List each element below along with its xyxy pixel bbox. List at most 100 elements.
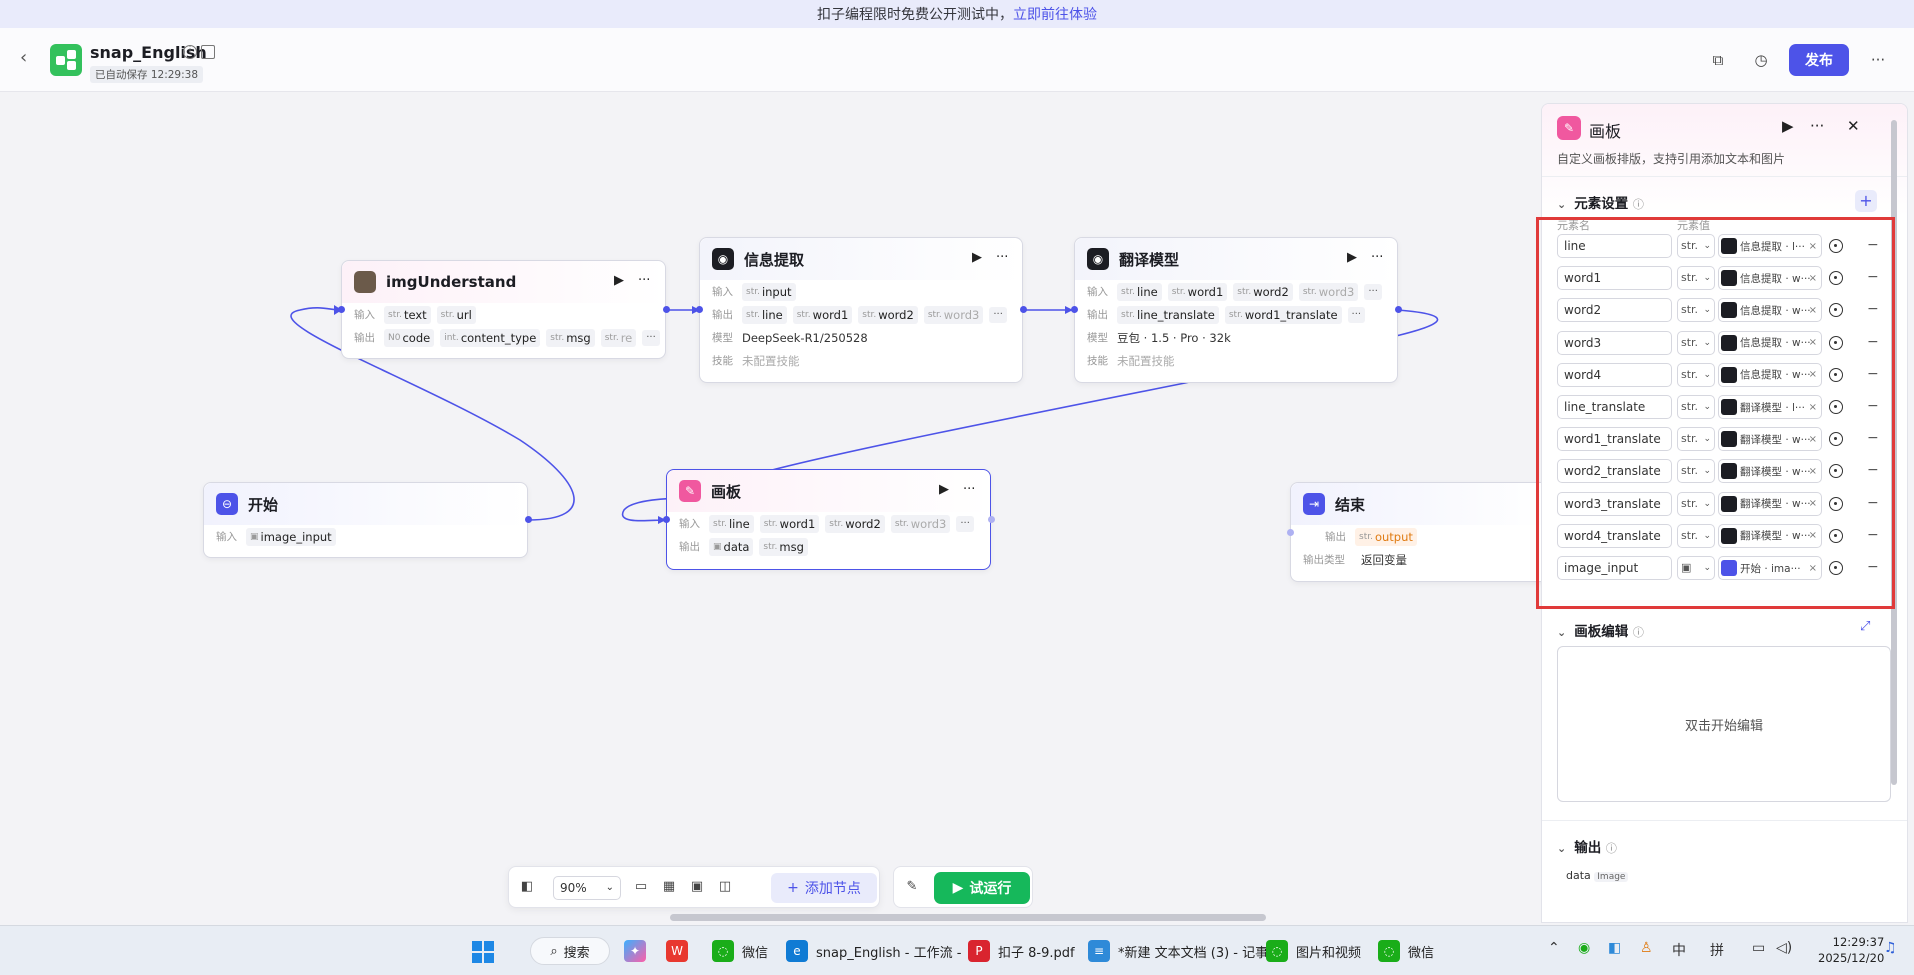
element-value-ref[interactable]: 信息提取 · w···×: [1718, 362, 1822, 387]
remove-element-button[interactable]: −: [1867, 365, 1879, 382]
element-type-select[interactable]: str.⌄: [1677, 362, 1715, 387]
remove-element-button[interactable]: −: [1867, 333, 1879, 350]
settings-icon[interactable]: [1829, 367, 1843, 382]
remove-element-button[interactable]: −: [1867, 462, 1879, 479]
element-value-ref[interactable]: 翻译模型 · l···×: [1718, 395, 1822, 419]
element-name-input[interactable]: word3: [1557, 330, 1672, 355]
run-icon[interactable]: ▶: [1347, 250, 1357, 265]
element-value-ref[interactable]: 翻译模型 · w···×: [1718, 459, 1822, 484]
banner-link[interactable]: 立即前往体验: [1013, 7, 1097, 23]
element-value-ref[interactable]: 信息提取 · w···×: [1718, 330, 1822, 355]
settings-icon[interactable]: [1829, 400, 1843, 414]
port[interactable]: [696, 306, 703, 313]
node-canvas[interactable]: ✎ 画板 ▶ ··· 输入 str.line str.word1 str.wor…: [666, 469, 991, 570]
port[interactable]: [1071, 306, 1078, 313]
element-type-select[interactable]: str.⌄: [1677, 234, 1715, 258]
remove-element-button[interactable]: −: [1867, 430, 1879, 447]
port[interactable]: [338, 306, 345, 313]
taskbar-notepad[interactable]: ≡*新建 文本文档 (3) - 记事: [1088, 936, 1268, 966]
layout-icon[interactable]: ▦: [662, 879, 676, 894]
settings-icon[interactable]: [1829, 335, 1843, 350]
close-icon[interactable]: ✕: [1847, 117, 1860, 135]
debug-icon[interactable]: ✎: [906, 879, 918, 894]
wps-icon[interactable]: W: [666, 936, 696, 966]
element-value-ref[interactable]: 信息提取 · w···×: [1718, 298, 1822, 323]
tray-app-icon[interactable]: ◧: [1608, 940, 1622, 956]
fit-view-icon[interactable]: ◫: [718, 879, 732, 894]
more-icon[interactable]: ···: [996, 250, 1009, 265]
element-name-input[interactable]: word1: [1557, 266, 1672, 291]
element-value-ref[interactable]: 信息提取 · w···×: [1718, 266, 1822, 291]
run-icon[interactable]: ▶: [614, 273, 624, 288]
settings-icon[interactable]: [1829, 432, 1843, 447]
tray-overflow-icon[interactable]: ⌃: [1548, 940, 1560, 956]
tray-wechat-icon[interactable]: ◉: [1578, 940, 1591, 956]
ime-mode[interactable]: 中: [1672, 943, 1686, 959]
settings-icon[interactable]: [1829, 561, 1843, 575]
canvas-hscrollbar[interactable]: [670, 914, 1266, 921]
more-params-button[interactable]: ···: [1364, 283, 1382, 300]
clear-icon[interactable]: ×: [1808, 240, 1817, 252]
network-icon[interactable]: ▭: [1752, 940, 1766, 956]
taskbar-search[interactable]: ⌕搜索: [530, 937, 610, 965]
settings-icon[interactable]: [1829, 464, 1843, 479]
element-type-select[interactable]: str.⌄: [1677, 427, 1715, 452]
mouse-mode-icon[interactable]: ◧: [520, 879, 534, 894]
more-menu-icon[interactable]: ···: [1870, 51, 1886, 69]
taskbar-wechat-1[interactable]: ◌微信: [712, 936, 768, 966]
settings-icon[interactable]: [1829, 239, 1843, 253]
element-type-select[interactable]: str.⌄: [1677, 523, 1715, 548]
publish-button[interactable]: 发布: [1789, 44, 1849, 76]
element-value-ref[interactable]: 翻译模型 · w···×: [1718, 427, 1822, 452]
section-editor[interactable]: ⌄画板编辑 ⓘ: [1557, 620, 1644, 640]
settings-icon[interactable]: [1829, 303, 1843, 318]
element-type-select[interactable]: ▣⌄: [1677, 556, 1715, 580]
element-type-select[interactable]: str.⌄: [1677, 330, 1715, 355]
clear-icon[interactable]: ×: [1808, 465, 1817, 477]
remove-element-button[interactable]: −: [1867, 301, 1879, 318]
more-params-button[interactable]: ···: [642, 329, 660, 346]
edit-icon[interactable]: [201, 45, 215, 59]
port[interactable]: [663, 516, 670, 523]
clear-icon[interactable]: ×: [1808, 337, 1817, 349]
element-name-input[interactable]: line_translate: [1557, 395, 1672, 419]
element-type-select[interactable]: str.⌄: [1677, 298, 1715, 323]
clear-icon[interactable]: ×: [1808, 530, 1817, 542]
port[interactable]: [988, 516, 995, 523]
remove-element-button[interactable]: −: [1867, 398, 1879, 414]
remove-element-button[interactable]: −: [1867, 494, 1879, 511]
section-output[interactable]: ⌄输出 ⓘ: [1557, 836, 1617, 856]
run-icon[interactable]: ▶: [1782, 117, 1794, 135]
element-value-ref[interactable]: 翻译模型 · w···×: [1718, 523, 1822, 548]
remove-element-button[interactable]: −: [1867, 559, 1879, 575]
windows-start-icon[interactable]: [472, 941, 494, 963]
more-params-button[interactable]: ···: [989, 306, 1007, 323]
more-params-button[interactable]: ···: [956, 515, 974, 532]
clear-icon[interactable]: ×: [1808, 498, 1817, 510]
settings-icon[interactable]: [1829, 271, 1843, 286]
port[interactable]: [1287, 529, 1294, 536]
node-imgunderstand[interactable]: imgUnderstand ▶ ··· 输入 str.text str.url …: [341, 260, 666, 359]
taskbar-photos[interactable]: ◌图片和视频: [1266, 936, 1361, 966]
clear-icon[interactable]: ×: [1808, 272, 1817, 284]
element-value-ref[interactable]: 信息提取 · l···×: [1718, 234, 1822, 258]
port[interactable]: [1020, 306, 1027, 313]
run-icon[interactable]: ▶: [972, 250, 982, 265]
more-params-button[interactable]: ···: [1347, 306, 1366, 323]
element-name-input[interactable]: word4: [1557, 362, 1672, 387]
element-type-select[interactable]: str.⌄: [1677, 266, 1715, 291]
element-value-ref[interactable]: 翻译模型 · w···×: [1718, 491, 1822, 516]
element-type-select[interactable]: str.⌄: [1677, 459, 1715, 484]
element-type-select[interactable]: str.⌄: [1677, 491, 1715, 516]
element-name-input[interactable]: line: [1557, 234, 1672, 258]
clear-icon[interactable]: ×: [1808, 562, 1817, 574]
clear-icon[interactable]: ×: [1808, 304, 1817, 316]
copilot-icon[interactable]: ✦: [624, 936, 654, 966]
comment-icon[interactable]: ▭: [634, 879, 648, 894]
element-value-ref[interactable]: 开始 · ima···×: [1718, 556, 1822, 580]
remove-element-button[interactable]: −: [1867, 237, 1879, 253]
remove-element-button[interactable]: −: [1867, 269, 1879, 286]
more-icon[interactable]: ···: [638, 273, 651, 288]
section-elements[interactable]: ⌄元素设置 ⓘ: [1557, 192, 1644, 212]
